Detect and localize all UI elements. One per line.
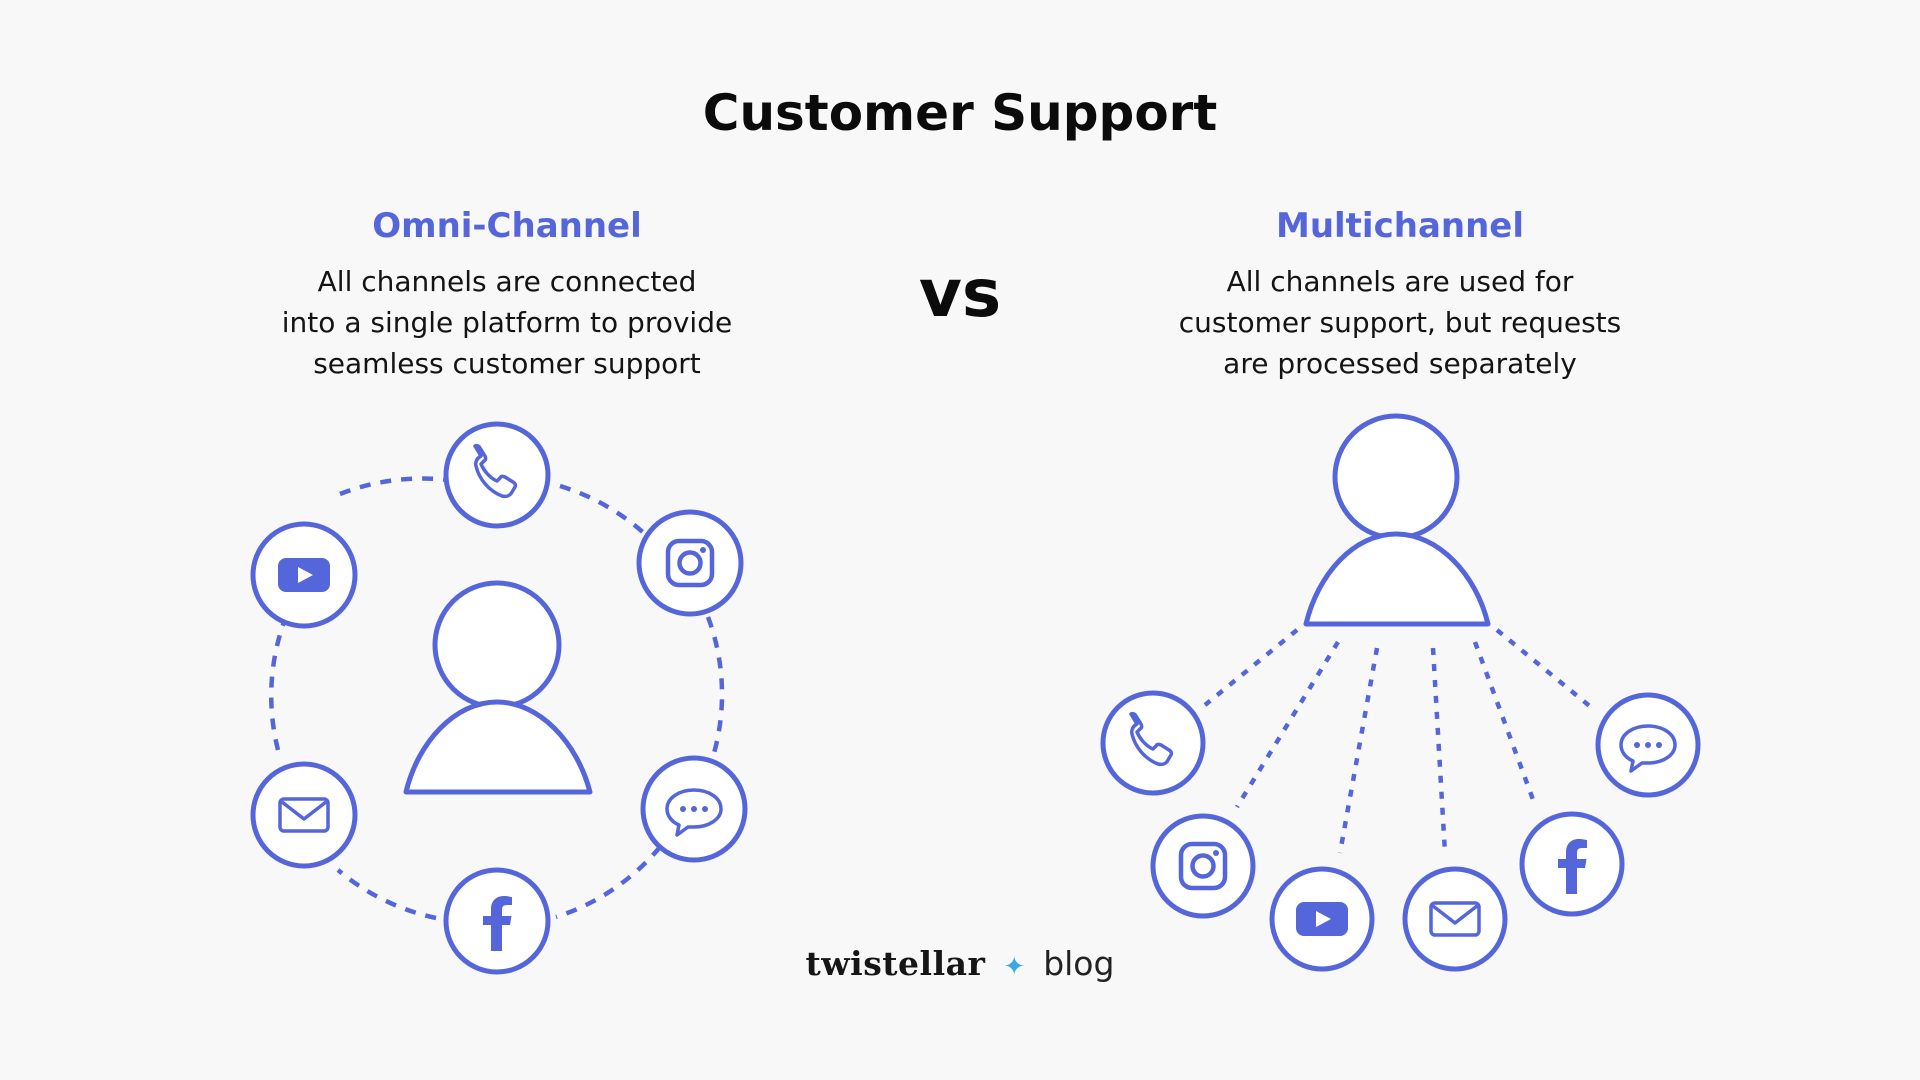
- multi-chat-icon: [1595, 692, 1701, 798]
- page-title: Customer Support: [702, 84, 1218, 142]
- multichannel-description: All channels are used for customer suppo…: [1178, 265, 1622, 380]
- omni-chat-icon: [640, 755, 748, 863]
- omni-channel-description: All channels are connected into a single…: [281, 265, 733, 380]
- multi-email-icon: [1402, 866, 1508, 972]
- multi-instagram-icon: [1150, 813, 1256, 919]
- omni-facebook-icon: [443, 867, 551, 975]
- omni-channel-heading: Omni-Channel: [372, 206, 642, 246]
- omni-customer-icon: [403, 580, 593, 795]
- multi-youtube-icon: [1269, 866, 1375, 972]
- sparkle-icon: ✦: [1003, 952, 1026, 982]
- omni-instagram-icon: [636, 509, 744, 617]
- multichannel-connector-lines: [1203, 628, 1594, 854]
- multichannel-customer-icon: [1303, 413, 1491, 627]
- omni-channel-diagram: [250, 421, 748, 975]
- brand-blog-label: blog: [1043, 944, 1115, 983]
- brand-footer: twistellar ✦ blog: [0, 944, 1920, 983]
- multi-facebook-icon: [1519, 811, 1625, 917]
- vs-label: vs: [918, 255, 1002, 332]
- omni-youtube-icon: [250, 521, 358, 629]
- multichannel-diagram: [1100, 413, 1701, 972]
- multi-phone-icon: [1100, 690, 1206, 796]
- multichannel-heading: Multichannel: [1275, 206, 1525, 246]
- brand-logo: twistellar: [805, 944, 986, 983]
- omni-email-icon: [250, 761, 358, 869]
- omni-phone-icon: [443, 421, 551, 529]
- omni-connection-ring: [269, 476, 725, 921]
